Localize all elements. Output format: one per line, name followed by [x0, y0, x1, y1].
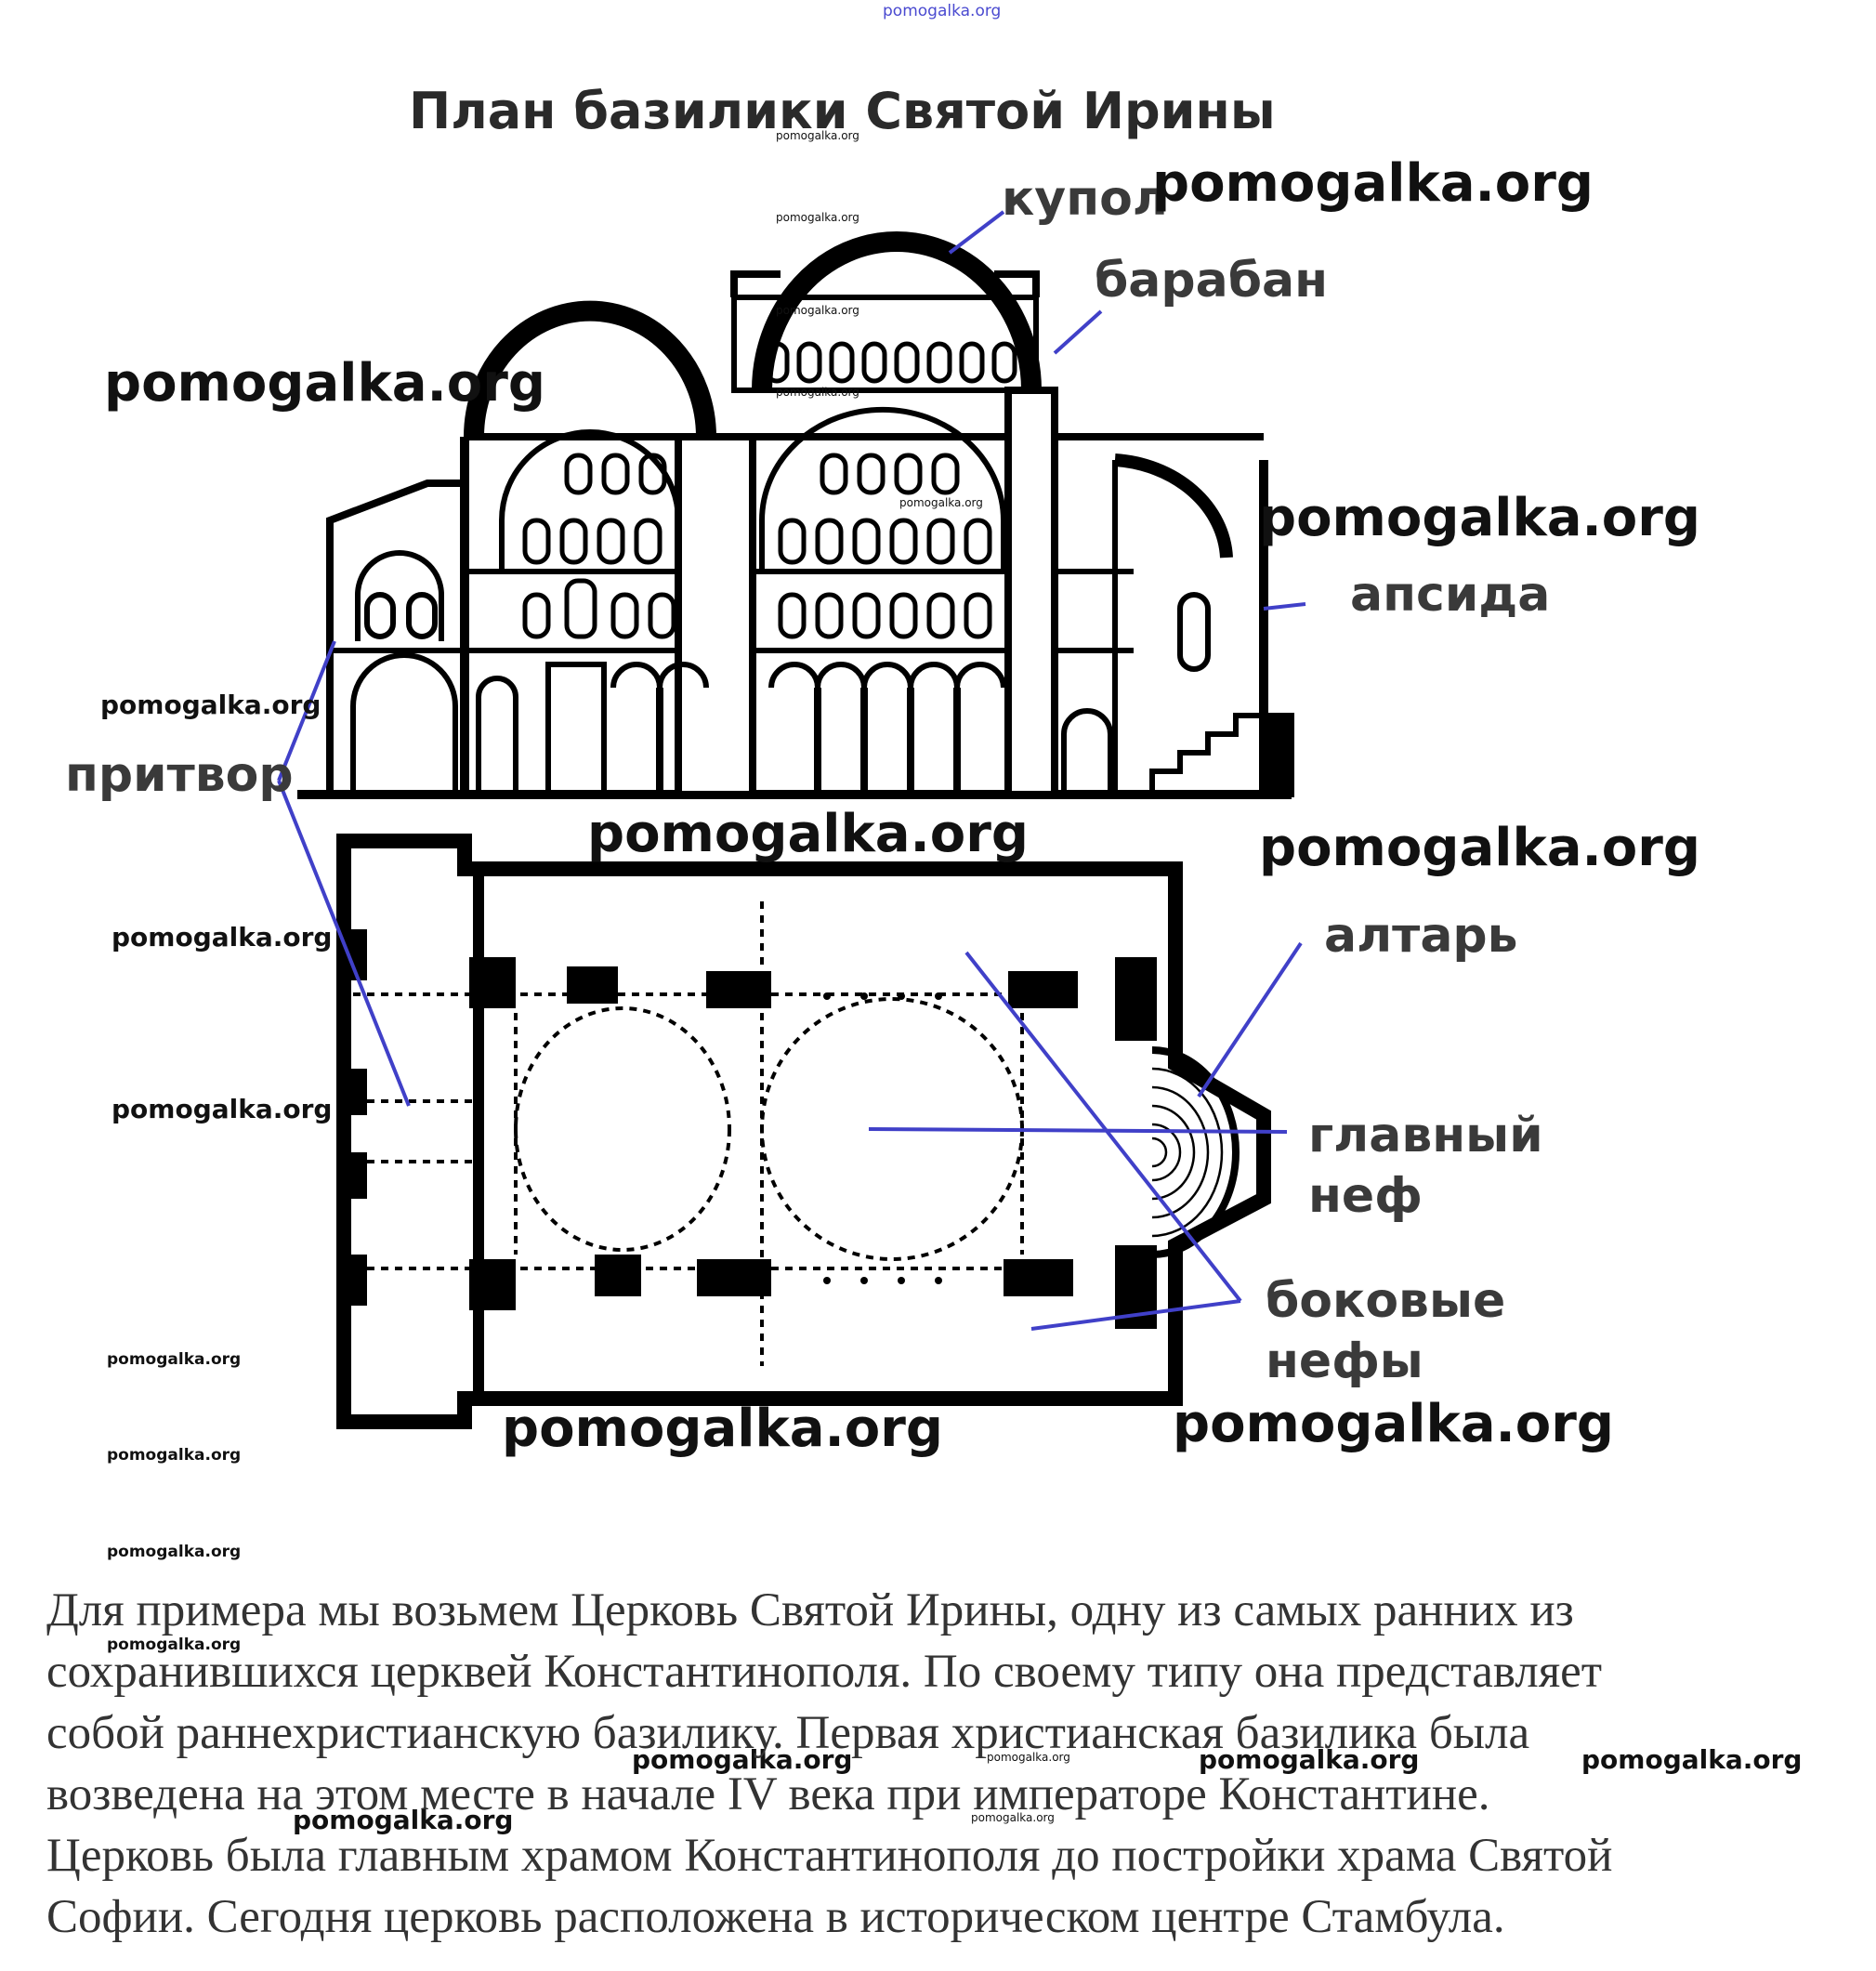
watermark: pomogalka.org [112, 1094, 333, 1124]
label-narthex: притвор [65, 747, 294, 803]
description-paragraph: Для примера мы возьмем Церковь Святой Ир… [46, 1580, 1854, 1948]
watermark: pomogalka.org [776, 386, 859, 399]
leader-main-nave [868, 1127, 1288, 1134]
watermark: pomogalka.org [899, 496, 983, 509]
watermark: pomogalka.org [107, 1636, 242, 1654]
leader-side-naves-1 [964, 951, 1242, 1303]
watermark: pomogalka.org [1173, 1394, 1614, 1454]
leader-narthex-2 [277, 780, 411, 1107]
paragraph-line: Софии. Сегодня церковь расположена в ист… [46, 1891, 1505, 1943]
paragraph-line: собой раннехристианскую базилику. Первая… [46, 1707, 1530, 1759]
leader-apse [1263, 602, 1306, 611]
label-main-nave: главный неф [1308, 1106, 1543, 1227]
basilica-section [297, 231, 1294, 799]
paragraph-line: возведена на этом месте в начале IV века… [46, 1768, 1490, 1820]
paragraph-line: Для примера мы возьмем Церковь Святой Ир… [46, 1584, 1574, 1636]
leader-narthex-1 [277, 640, 336, 782]
label-drum: барабан [1095, 253, 1329, 309]
watermark: pomogalka.org [104, 353, 545, 414]
watermark: pomogalka.org [107, 1543, 242, 1561]
watermark-top: pomogalka.org [883, 2, 1002, 20]
label-side-naves-line1: боковые [1266, 1273, 1506, 1329]
watermark: pomogalka.org [100, 690, 321, 720]
paragraph-line: сохранившихся церквей Константинополя. П… [46, 1646, 1603, 1698]
watermark: pomogalka.org [107, 1350, 242, 1369]
diagram-title: План базилики Святой Ирины [409, 82, 1276, 140]
label-side-naves-line2: нефы [1266, 1334, 1423, 1389]
watermark: pomogalka.org [776, 211, 859, 224]
leader-lines [277, 210, 1306, 1331]
watermark: pomogalka.org [1152, 153, 1594, 214]
watermark: pomogalka.org [776, 129, 859, 142]
label-main-nave-line2: неф [1308, 1168, 1423, 1224]
label-altar: алтарь [1324, 908, 1518, 964]
label-dome: купол [1002, 171, 1168, 227]
watermark: pomogalka.org [293, 1805, 514, 1835]
watermark: pomogalka.org [1199, 1744, 1420, 1775]
watermark: pomogalka.org [1259, 488, 1700, 548]
leader-side-naves-2 [1030, 1299, 1241, 1331]
watermark: pomogalka.org [632, 1744, 853, 1775]
label-side-naves: боковые нефы [1266, 1271, 1505, 1392]
label-main-nave-line1: главный [1308, 1108, 1543, 1163]
watermark: pomogalka.org [776, 304, 859, 317]
watermark: pomogalka.org [987, 1751, 1070, 1764]
watermark: pomogalka.org [112, 922, 333, 953]
watermark: pomogalka.org [1581, 1744, 1803, 1775]
watermark: pomogalka.org [502, 1399, 943, 1459]
leader-altar [1197, 941, 1303, 1098]
label-apse: апсида [1350, 567, 1551, 623]
leader-dome [948, 210, 1005, 255]
watermark: pomogalka.org [587, 804, 1029, 864]
watermark: pomogalka.org [107, 1446, 242, 1465]
watermark: pomogalka.org [971, 1811, 1055, 1824]
watermark: pomogalka.org [1259, 818, 1700, 878]
leader-drum [1053, 309, 1103, 355]
paragraph-line: Церковь была главным храмом Константиноп… [46, 1830, 1613, 1882]
